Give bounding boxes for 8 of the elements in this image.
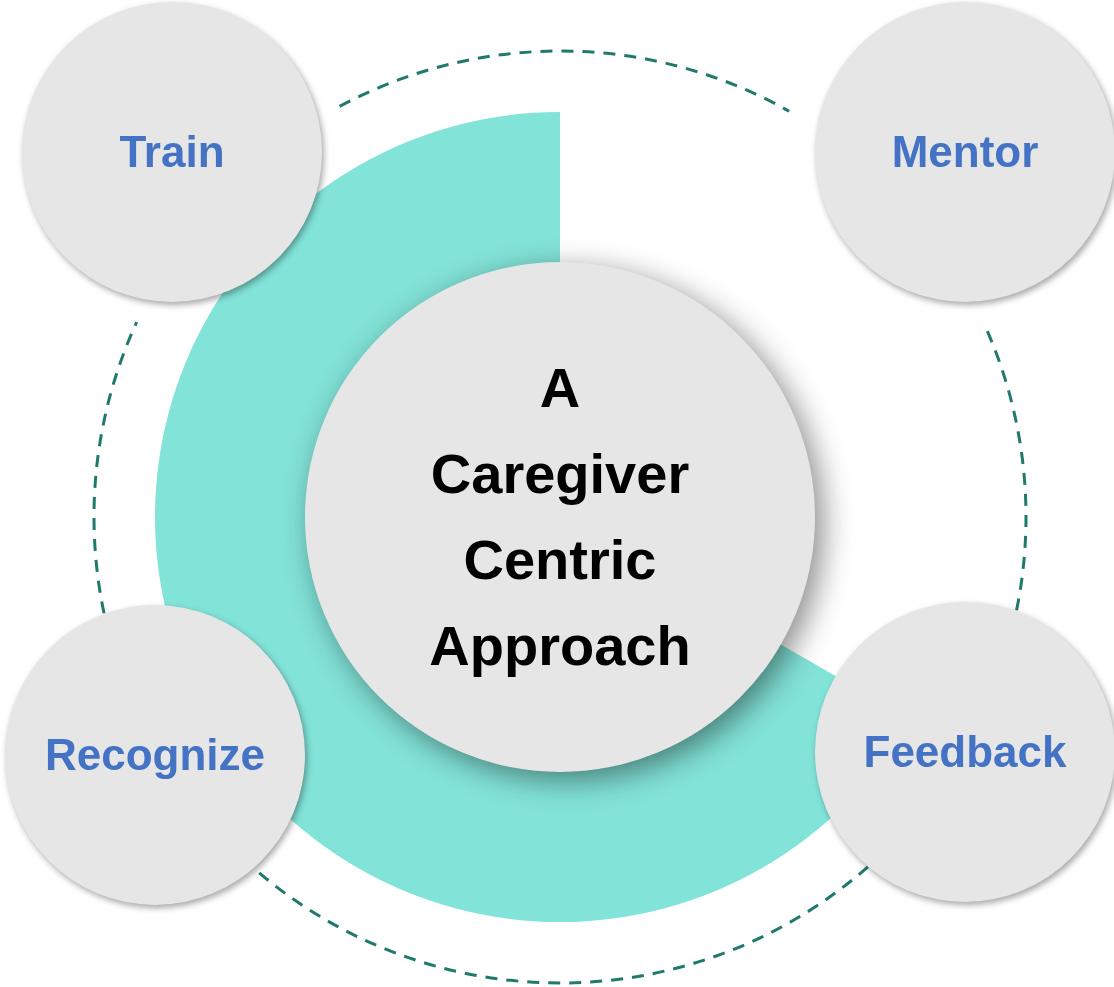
dashed-connector xyxy=(338,49,790,113)
node-label: Train xyxy=(119,127,225,177)
dashed-connector xyxy=(93,321,139,614)
node-label: Recognize xyxy=(44,730,265,780)
node-label: Feedback xyxy=(863,727,1067,777)
center-title: A Caregiver Centric Approach xyxy=(428,355,692,679)
node-label: Mentor xyxy=(891,127,1039,177)
dashed-connector xyxy=(985,330,1028,611)
